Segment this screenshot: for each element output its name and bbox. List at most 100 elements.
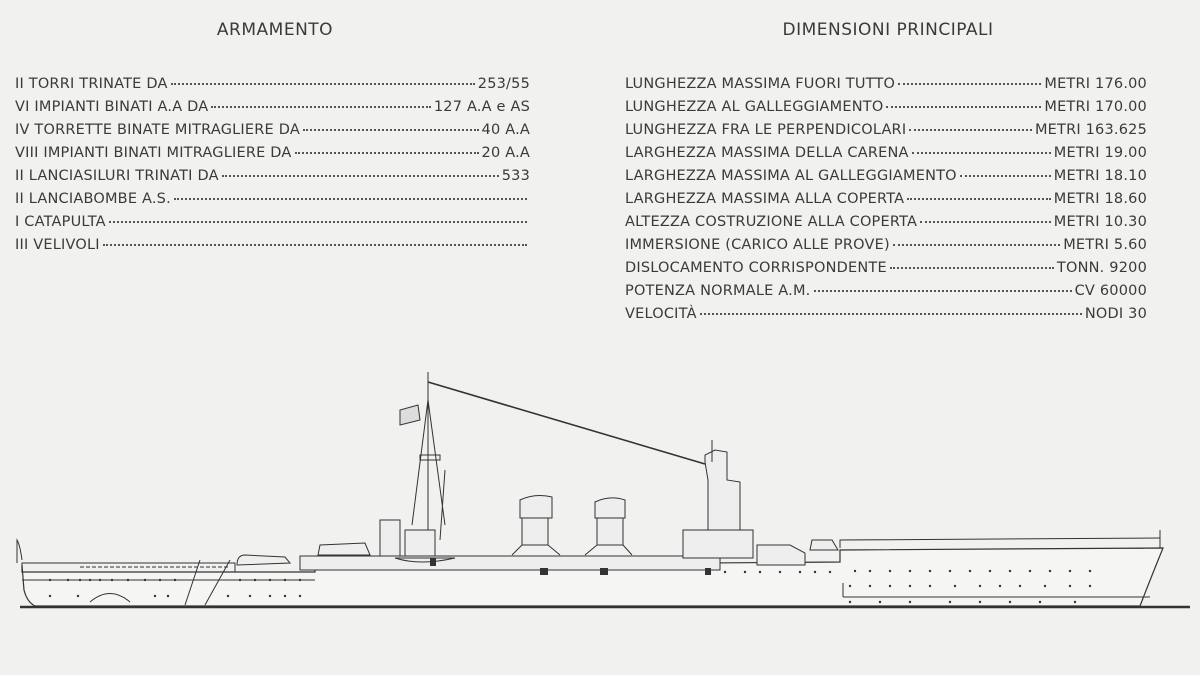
antenna-stay [427,381,706,465]
dot-leader [892,244,1061,246]
forward-turret-a [809,539,839,551]
spec-row: I CATAPULTA [15,214,530,237]
dot-leader [909,129,1032,131]
spec-row: III VELIVOLI [15,237,530,260]
spec-label: LARGHEZZA MASSIMA AL GALLEGGIAMENTO [625,168,957,184]
spec-row: IMMERSIONE (CARICO ALLE PROVE) METRI 5.60 [625,237,1147,260]
spec-value: METRI 18.60 [1053,191,1147,207]
dot-leader [898,83,1042,85]
spec-label: LUNGHEZZA FRA LE PERPENDICOLARI [625,122,907,138]
dimensioni-title: DIMENSIONI PRINCIPALI [782,20,994,40]
spec-label: VI IMPIANTI BINATI A.A DA [15,99,209,115]
spec-label: I CATAPULTA [15,214,106,230]
spec-label: II TORRI TRINATE DA [15,76,168,92]
spec-label: POTENZA NORMALE A.M. [625,283,811,299]
spec-label: LUNGHEZZA AL GALLEGGIAMENTO [625,99,884,115]
spec-value: METRI 10.30 [1053,214,1147,230]
spec-row: POTENZA NORMALE A.M. CV 60000 [625,283,1147,306]
dot-leader [920,221,1051,223]
spec-value: 40 A.A [481,122,530,138]
dot-leader [302,129,479,131]
spec-label: LARGHEZZA MASSIMA DELLA CARENA [625,145,909,161]
spec-row: II TORRI TRINATE DA 253/55 [15,76,530,99]
bridge-tower [704,449,741,531]
dot-leader [886,106,1042,108]
spec-value: METRI 5.60 [1063,237,1147,253]
dot-leader [813,290,1072,292]
hull-arc [89,593,131,603]
aft-turret [236,554,292,566]
aft-turret-upper [317,542,371,556]
spec-row: LUNGHEZZA FRA LE PERPENDICOLARI METRI 163… [625,122,1147,145]
dot-leader [108,221,527,223]
dot-leader [221,175,499,177]
spec-label: III VELIVOLI [15,237,100,253]
portholes [48,569,1092,604]
forward-funnel [584,497,633,556]
spec-row: VELOCITÀ NODI 30 [625,306,1147,329]
forward-turret-b [756,544,806,566]
ensign-flag [399,404,421,426]
armamento-title: ARMAMENTO [216,20,334,40]
dot-leader [170,83,475,85]
spec-row: LARGHEZZA MASSIMA DELLA CARENA METRI 19.0… [625,145,1147,168]
spec-row: IV TORRETTE BINATE MITRAGLIERE DA 40 A.A [15,122,530,145]
spec-value: 20 A.A [481,145,530,161]
dot-leader [889,267,1054,269]
spec-row: ALTEZZA COSTRUZIONE ALLA COPERTA METRI 10… [625,214,1147,237]
mast-house [404,529,436,557]
aft-control-tower [379,519,401,557]
forecastle-rail [839,537,1161,548]
spec-value: TONN. 9200 [1056,260,1147,276]
spec-row: LUNGHEZZA AL GALLEGGIAMENTO METRI 170.00 [625,99,1147,122]
spec-value: 533 [501,168,530,184]
spec-row: VIII IMPIANTI BINATI MITRAGLIERE DA 20 A.… [15,145,530,168]
dot-leader [699,313,1082,315]
spec-row: LARGHEZZA MASSIMA AL GALLEGGIAMENTO METRI… [625,168,1147,191]
spec-label: LARGHEZZA MASSIMA ALLA COPERTA [625,191,905,207]
armament-list: II TORRI TRINATE DA 253/55 VI IMPIANTI BIN… [15,76,530,260]
spec-row: II LANCIABOMBE A.S. [15,191,530,214]
spec-value: NODI 30 [1084,306,1147,322]
spec-label: VIII IMPIANTI BINATI MITRAGLIERE DA [15,145,292,161]
aft-funnel [511,495,561,556]
spec-label: II LANCIASILURI TRINATI DA [15,168,219,184]
stern-flagstaff [16,538,23,563]
hull-dark-openings [430,558,711,575]
dot-leader [294,152,479,154]
spec-row: II LANCIASILURI TRINATI DA 533 [15,168,530,191]
midship-superstructure [299,555,721,571]
dot-leader [102,244,527,246]
spec-value: 127 A.A e AS [433,99,530,115]
spec-row: VI IMPIANTI BINATI A.A DA 127 A.A e AS [15,99,530,122]
spec-row: LARGHEZZA MASSIMA ALLA COPERTA METRI 18.6… [625,191,1147,214]
dot-leader [911,152,1051,154]
spec-label: LUNGHEZZA MASSIMA FUORI TUTTO [625,76,896,92]
spec-label: VELOCITÀ [625,306,697,322]
dot-leader [173,198,527,200]
main-mast [411,372,446,541]
ship-profile-drawing [16,372,1190,609]
aft-rail [21,562,236,572]
dot-leader [211,106,431,108]
spec-row: LUNGHEZZA MASSIMA FUORI TUTTO METRI 176.0… [625,76,1147,99]
spec-value: METRI 19.00 [1053,145,1147,161]
hull [21,547,1164,607]
dot-leader [959,175,1051,177]
boat [394,557,456,563]
dimensions-list: LUNGHEZZA MASSIMA FUORI TUTTO METRI 176.0… [625,76,1147,329]
spec-row: DISLOCAMENTO CORRISPONDENTE TONN. 9200 [625,260,1147,283]
spec-value: CV 60000 [1074,283,1147,299]
spec-value: METRI 170.00 [1044,99,1147,115]
spec-value: 253/55 [477,76,530,92]
bridge-base [682,529,754,559]
spec-label: II LANCIABOMBE A.S. [15,191,171,207]
spec-label: IMMERSIONE (CARICO ALLE PROVE) [625,237,890,253]
dot-leader [907,198,1051,200]
spec-value: METRI 176.00 [1044,76,1147,92]
spec-label: DISLOCAMENTO CORRISPONDENTE [625,260,887,276]
spec-value: METRI 163.625 [1034,122,1147,138]
spec-value: METRI 18.10 [1053,168,1147,184]
spec-label: IV TORRETTE BINATE MITRAGLIERE DA [15,122,300,138]
spec-label: ALTEZZA COSTRUZIONE ALLA COPERTA [625,214,918,230]
